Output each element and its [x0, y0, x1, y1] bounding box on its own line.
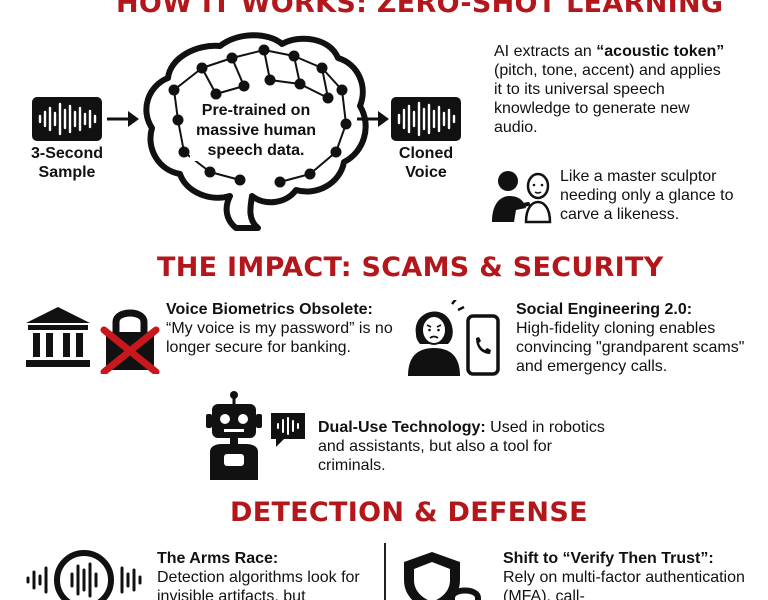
- cloned-voice-label: Cloned Voice: [381, 144, 471, 182]
- social-engineering-block: Social Engineering 2.0: High-fidelity cl…: [516, 300, 746, 376]
- section-heading-detection: DETECTION & DEFENSE: [230, 497, 588, 528]
- arms-race-body: Detection algorithms look for invisible …: [157, 569, 360, 600]
- cloned-label-line-2: Voice: [405, 164, 447, 181]
- brain-caption: Pre-trained on massive human speech data…: [190, 101, 322, 161]
- verify-body: Rely on multi-factor authentication (MFA…: [503, 569, 745, 600]
- arrow-right-icon: [356, 109, 390, 129]
- audio-scan-icon: [24, 550, 144, 600]
- sculptor-analogy: Like a master sculptor needing only a gl…: [560, 168, 734, 223]
- waveform-icon: [391, 97, 461, 141]
- sample-label-line-2: Sample: [38, 164, 96, 181]
- acoustic-token-term: “acoustic token”: [596, 43, 725, 60]
- arms-race-title: The Arms Race:: [157, 550, 279, 567]
- desc-text-2: (pitch, tone, accent) and applies it to …: [494, 62, 721, 136]
- arrow-right-icon: [106, 109, 140, 129]
- speech-wave-icon: [268, 410, 308, 450]
- bank-icon: [24, 305, 92, 369]
- brain-caption-line-2: massive human: [195, 122, 317, 139]
- section-heading-how-it-works: HOW IT WORKS: ZERO-SHOT LEARNING: [116, 0, 724, 19]
- cloned-label-line-1: Cloned: [398, 145, 454, 162]
- arms-race-block: The Arms Race: Detection algorithms look…: [157, 549, 382, 600]
- robot-icon: [200, 390, 270, 482]
- social-title: Social Engineering 2.0:: [516, 301, 693, 318]
- sculptor-icon: [486, 164, 556, 224]
- sample-label: 3-Second Sample: [22, 144, 112, 182]
- section-heading-impact: THE IMPACT: SCAMS & SECURITY: [157, 252, 664, 283]
- shield-lock-icon: [398, 550, 488, 600]
- desc-text-1: AI extracts an: [494, 43, 597, 60]
- brain-caption-line-1: Pre-trained on: [201, 102, 311, 119]
- sample-label-line-1: 3-Second: [30, 145, 103, 162]
- dual-use-block: Dual-Use Technology: Used in robotics an…: [318, 418, 608, 475]
- worried-person-icon: [404, 300, 466, 376]
- section-divider: [384, 543, 386, 600]
- biometrics-title: Voice Biometrics Obsolete:: [166, 301, 373, 318]
- verify-title: Shift to “Verify Then Trust”:: [503, 550, 714, 567]
- biometrics-body: “My voice is my password” is no longer s…: [166, 320, 393, 356]
- dual-use-body: Used in robotics and assistants, but als…: [318, 419, 605, 474]
- waveform-icon: [32, 97, 102, 141]
- phone-icon: [466, 314, 500, 376]
- biometrics-block: Voice Biometrics Obsolete: “My voice is …: [166, 300, 396, 357]
- lock-crossed-icon: [100, 302, 160, 374]
- verify-then-trust-block: Shift to “Verify Then Trust”: Rely on mu…: [503, 549, 765, 600]
- process-description: AI extracts an “acoustic token” (pitch, …: [494, 42, 732, 137]
- dual-use-title: Dual-Use Technology:: [318, 419, 486, 436]
- social-body: High-fidelity cloning enables convincing…: [516, 320, 745, 375]
- brain-caption-line-3: speech data.: [207, 142, 305, 159]
